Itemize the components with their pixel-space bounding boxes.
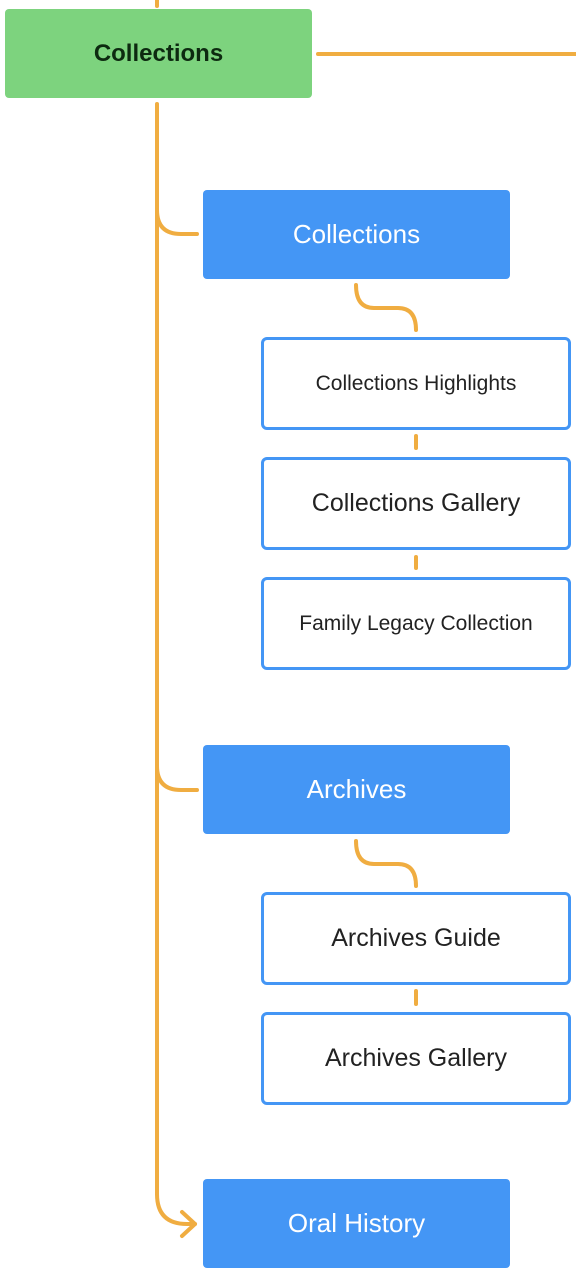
connector-archives-to-guide bbox=[354, 839, 418, 888]
section-node-archives[interactable]: Archives bbox=[203, 745, 510, 834]
leaf-node-archives-guide[interactable]: Archives Guide bbox=[261, 892, 571, 985]
root-node-collections[interactable]: Collections bbox=[5, 9, 312, 98]
connector-branch-collections bbox=[155, 208, 199, 236]
leaf-node-collections-gallery[interactable]: Collections Gallery bbox=[261, 457, 571, 550]
section-node-collections[interactable]: Collections bbox=[203, 190, 510, 279]
connector-branch-oral-history bbox=[155, 1192, 197, 1226]
connector-collections-to-highlights bbox=[354, 283, 418, 332]
leaf-node-archives-gallery[interactable]: Archives Gallery bbox=[261, 1012, 571, 1105]
connector-branch-archives bbox=[155, 764, 199, 792]
connector-arrowhead bbox=[180, 1210, 197, 1238]
leaf-node-family-legacy-collection[interactable]: Family Legacy Collection bbox=[261, 577, 571, 670]
section-node-oral-history[interactable]: Oral History bbox=[203, 1179, 510, 1268]
leaf-node-collections-highlights[interactable]: Collections Highlights bbox=[261, 337, 571, 430]
